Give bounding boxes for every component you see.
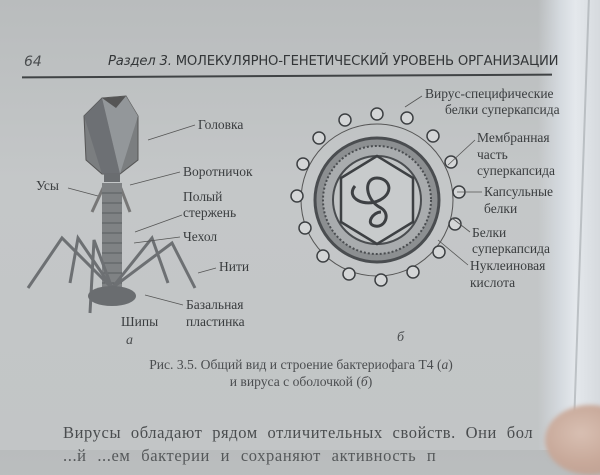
label-spikes: Шипы bbox=[121, 314, 159, 329]
figure-letter-a: а bbox=[126, 333, 133, 348]
label-virus-proteins-1: Вирус-специфические bbox=[425, 86, 554, 101]
label-capsid-2: белки bbox=[484, 201, 518, 216]
label-nucleic-1: Нуклеиновая bbox=[470, 258, 546, 273]
label-supercapsid-proteins-1: Белки bbox=[472, 225, 507, 240]
running-header: 64 Раздел 3. МОЛЕКУЛЯРНО-ГЕНЕТИЧЕСКИЙ УР… bbox=[22, 52, 559, 74]
section-label: Раздел 3. bbox=[108, 54, 172, 69]
label-whiskers: Усы bbox=[36, 178, 59, 193]
label-collar: Воротничок bbox=[183, 164, 253, 179]
running-head: Раздел 3. МОЛЕКУЛЯРНО-ГЕНЕТИЧЕСКИЙ УРОВЕ… bbox=[108, 54, 559, 69]
label-membrane-2: часть bbox=[477, 147, 508, 162]
label-baseplate-1: Базальная bbox=[186, 297, 244, 312]
label-virus-proteins-2: белки суперкапсида bbox=[445, 102, 560, 117]
label-nucleic-2: кислота bbox=[470, 275, 516, 290]
label-fibers: Нити bbox=[219, 259, 250, 274]
figure-letter-b: б bbox=[397, 330, 405, 345]
page-number: 64 bbox=[24, 54, 42, 70]
label-hollow-rod-1: Полый bbox=[183, 189, 223, 204]
label-capsid-1: Капсульные bbox=[484, 184, 554, 199]
body-paragraph-line-1: Вирусы обладают рядом отличительных свой… bbox=[63, 423, 534, 442]
caption-line-1: Рис. 3.5. Общий вид и строение бактериоф… bbox=[149, 357, 453, 372]
label-baseplate-2: пластинка bbox=[186, 314, 245, 329]
label-supercapsid-proteins-2: суперкапсида bbox=[472, 241, 551, 256]
section-title: МОЛЕКУЛЯРНО-ГЕНЕТИЧЕСКИЙ УРОВЕНЬ ОРГАНИЗ… bbox=[175, 54, 559, 69]
leader-lines bbox=[67, 95, 482, 306]
label-sheath: Чехол bbox=[183, 229, 218, 244]
label-membrane-1: Мембранная bbox=[477, 130, 550, 145]
bacteriophage-illustration bbox=[26, 95, 197, 314]
enveloped-virus-illustration bbox=[290, 107, 466, 287]
caption-line-2: и вируса с оболочкой (б) bbox=[229, 374, 373, 389]
label-hollow-rod-2: стержень bbox=[183, 205, 237, 220]
label-membrane-3: суперкапсида bbox=[477, 163, 556, 178]
label-head: Головка bbox=[198, 117, 244, 132]
figure-caption: Рис. 3.5. Общий вид и строение бактериоф… bbox=[108, 356, 494, 390]
body-paragraph-line-2: ...й ...ем бактерии и сохраняют активнос… bbox=[63, 446, 437, 465]
